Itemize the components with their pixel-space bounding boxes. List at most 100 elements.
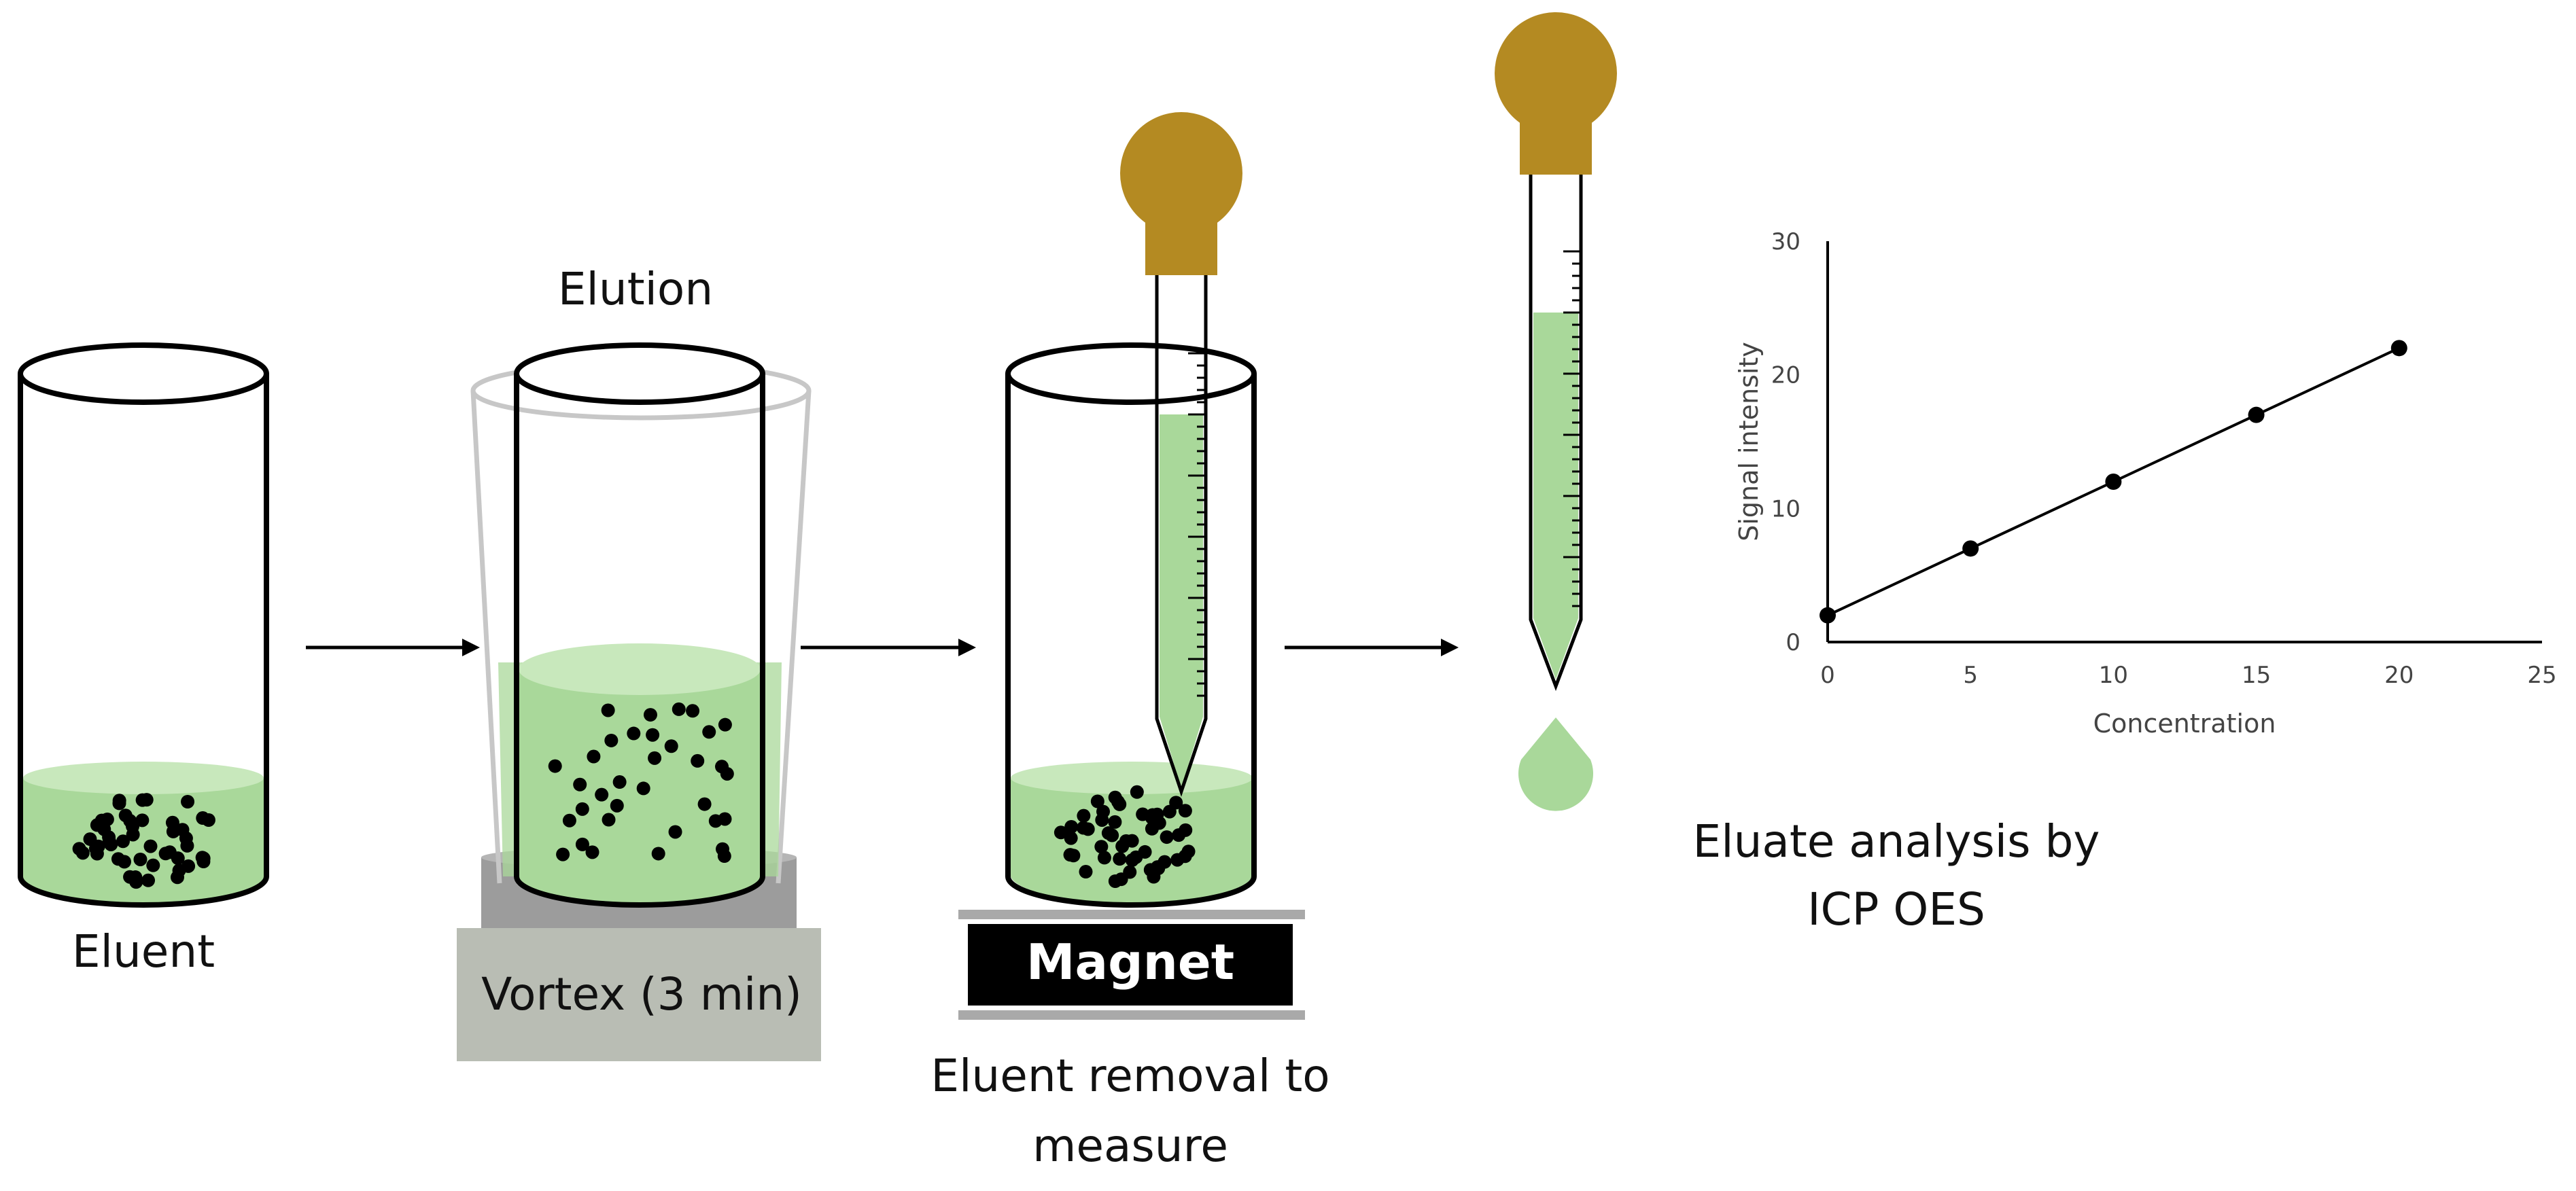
particle — [575, 837, 589, 851]
x-tick-label: 10 — [2099, 662, 2128, 689]
particle — [181, 859, 196, 873]
particle — [129, 875, 143, 889]
particle — [102, 834, 116, 849]
particle — [126, 828, 140, 842]
dispersed-particles — [548, 702, 734, 864]
chart-x-tick-labels: 0 5 10 15 20 25 — [1820, 662, 2556, 689]
eluate-analysis-label-line1: Eluate analysis by — [1692, 815, 2100, 868]
particle — [646, 728, 660, 742]
magnet-label: Magnet — [1026, 934, 1235, 991]
particle — [1095, 813, 1109, 827]
particle — [94, 813, 109, 828]
x-tick-label: 5 — [1963, 662, 1978, 689]
particle — [1160, 830, 1174, 845]
particle — [1113, 852, 1127, 866]
particle — [196, 855, 211, 869]
magnet-beaker-rim — [1005, 342, 1257, 405]
x-tick-label: 15 — [2242, 662, 2271, 689]
particle — [1115, 839, 1130, 853]
elution-label: Elution — [557, 263, 714, 315]
x-tick-label: 0 — [1820, 662, 1835, 689]
chart-x-axis-label: Concentration — [2093, 709, 2276, 739]
data-point — [2390, 340, 2407, 357]
magnet-station — [958, 112, 1305, 1020]
eluent-beaker-rim — [18, 342, 269, 405]
particle — [643, 708, 657, 722]
x-tick-label: 20 — [2384, 662, 2414, 689]
data-point — [1962, 540, 1979, 557]
particle — [1172, 828, 1186, 842]
dispensing-pipette-bulb — [1495, 12, 1617, 135]
particle — [1054, 825, 1068, 840]
vortex-beaker-outline — [514, 374, 765, 908]
particle — [1064, 819, 1079, 834]
vortex-station — [457, 342, 821, 1061]
particle — [72, 842, 86, 856]
data-point — [2248, 406, 2265, 423]
eluent-beaker — [18, 342, 269, 908]
particle — [135, 793, 150, 807]
particle — [610, 798, 624, 813]
particle — [112, 794, 126, 808]
dispensing-pipette-liquid — [1533, 313, 1578, 679]
particle — [648, 751, 662, 765]
particle — [612, 775, 627, 789]
particle — [573, 777, 587, 792]
particle — [1064, 831, 1078, 845]
particle — [1130, 785, 1144, 799]
particle — [1094, 840, 1109, 854]
particle — [1147, 870, 1161, 884]
y-tick-label: 30 — [1771, 228, 1800, 255]
dispensing-pipette-ticks — [1563, 250, 1581, 607]
y-tick-label: 10 — [1771, 495, 1800, 522]
particle — [718, 717, 732, 732]
particle — [1079, 865, 1093, 879]
eluent-removal-label-line2: measure — [1032, 1120, 1228, 1172]
particle — [1178, 804, 1192, 818]
particle — [697, 797, 712, 811]
particle — [117, 855, 131, 869]
particle — [158, 847, 173, 861]
pipette-in-beaker — [1120, 112, 1242, 797]
particle — [601, 703, 615, 717]
particle — [672, 702, 686, 716]
collected-particles — [1054, 785, 1196, 888]
particle — [1181, 845, 1196, 859]
particle — [1077, 808, 1091, 823]
particle — [141, 873, 156, 887]
particle — [668, 825, 682, 839]
eluent-label: Eluent — [71, 925, 215, 978]
particle — [135, 813, 150, 828]
eluent-removal-label-line1: Eluent removal to — [930, 1050, 1330, 1102]
particle — [595, 787, 609, 802]
particle — [1125, 853, 1139, 868]
vortex-beaker-liquid-surface — [519, 643, 761, 695]
magnet-top-plate — [958, 910, 1305, 919]
vortex-base — [457, 928, 821, 1061]
magnet-beaker-outline — [1005, 374, 1257, 908]
y-tick-label: 0 — [1786, 629, 1800, 656]
particle — [717, 849, 731, 864]
particle — [179, 831, 193, 845]
particle — [133, 852, 147, 866]
particle — [651, 847, 665, 861]
x-tick-label: 25 — [2527, 662, 2556, 689]
dispensing-pipette — [1495, 12, 1617, 811]
particle — [143, 839, 158, 853]
eluent-liquid-surface — [23, 762, 264, 794]
particle — [587, 749, 601, 764]
chart-data-points — [1820, 340, 2407, 624]
particle — [627, 726, 641, 741]
particle — [585, 845, 599, 859]
particle — [636, 781, 650, 796]
particle — [1113, 797, 1127, 811]
eluate-drop — [1518, 717, 1594, 811]
particle — [1169, 796, 1183, 810]
particle — [91, 839, 105, 853]
data-point — [1820, 607, 1836, 624]
particle — [1145, 808, 1160, 822]
arrow-3 — [1285, 639, 1459, 656]
particle — [171, 851, 185, 866]
